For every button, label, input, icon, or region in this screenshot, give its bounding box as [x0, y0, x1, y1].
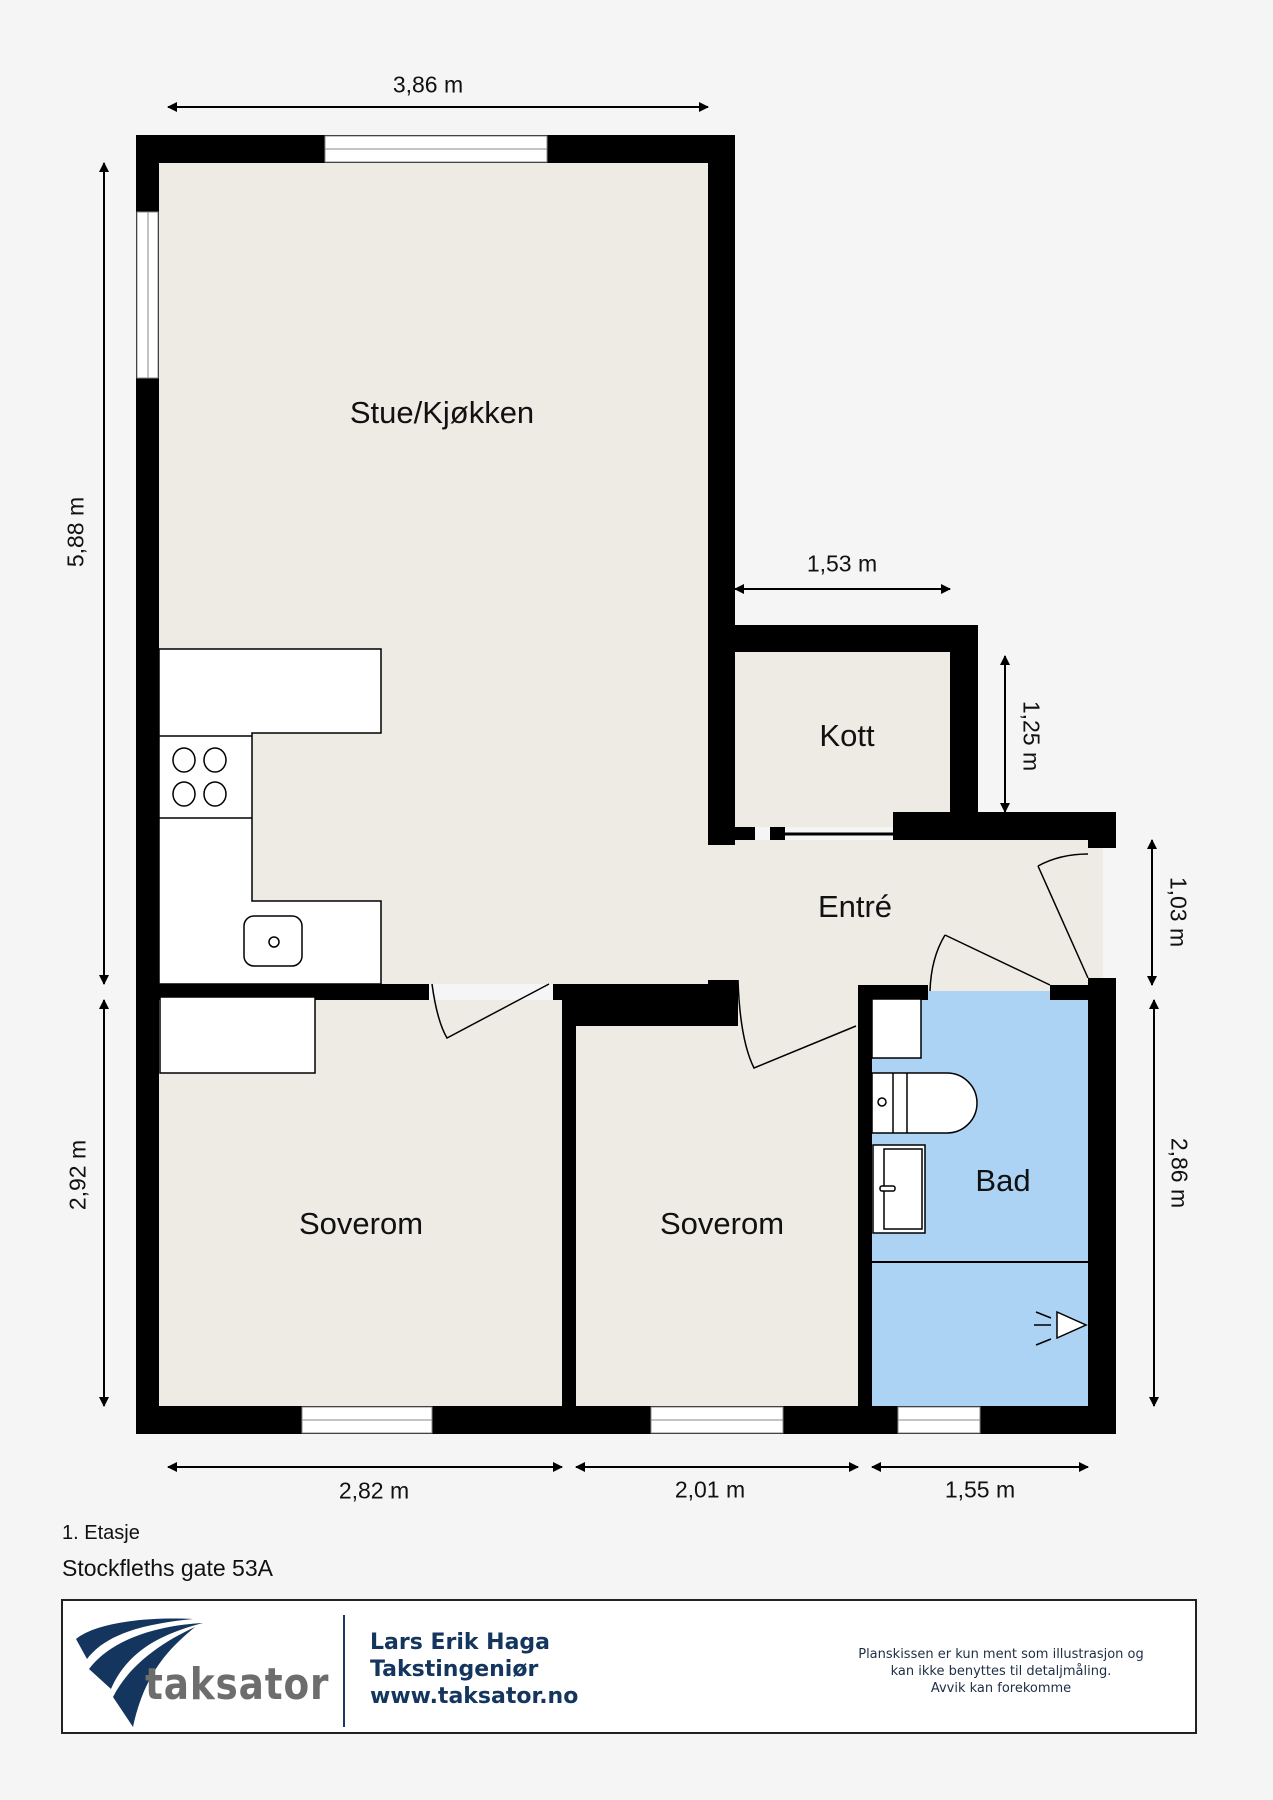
stove-burner: [172, 747, 196, 773]
disclaimer-line: Planskissen er kun ment som illustrasjon…: [858, 1647, 1144, 1662]
floor-entre-lower: [738, 960, 858, 1030]
footer-banner: taksator Lars Erik Haga Takstingeniør ww…: [61, 1599, 1197, 1734]
dimension-bottom-1: 2,82 m: [338, 1477, 410, 1504]
kitchen-fixtures: [158, 648, 382, 1074]
footer-divider: [343, 1615, 345, 1727]
dimension-top-width: 3,86 m: [392, 71, 464, 98]
dimension-bad-height: 2,86 m: [1166, 1137, 1193, 1209]
contact-name: Lars Erik Haga: [370, 1630, 551, 1655]
dimension-left-lower: 2,92 m: [64, 1139, 91, 1211]
address-caption: Stockfleths gate 53A: [62, 1555, 273, 1581]
floors: [159, 163, 1103, 1406]
taksator-logo-icon: [76, 1618, 203, 1727]
dimension-bottom-3: 1,55 m: [944, 1476, 1016, 1503]
dimension-kott-width: 1,53 m: [806, 550, 878, 577]
bathroom-fixtures: [871, 998, 1088, 1346]
room-label-entre: Entré: [817, 889, 893, 924]
floor-soverom-2: [576, 1026, 858, 1406]
dimension-bottom-2: 2,01 m: [674, 1476, 746, 1503]
doors: [431, 832, 1089, 1069]
logo-wordmark: taksator: [145, 1659, 330, 1710]
door-soverom-2: [737, 979, 857, 1069]
windows: [136, 135, 981, 1434]
contact-website[interactable]: www.taksator.no: [370, 1684, 579, 1709]
toilet: [871, 1072, 978, 1134]
dimension-kott-height: 1,25 m: [1018, 700, 1045, 772]
washer: [871, 998, 922, 1059]
door-soverom-1: [431, 983, 550, 1039]
room-label-soverom-1: Soverom: [298, 1206, 424, 1241]
stove-burner: [203, 781, 227, 807]
room-label-stue-kjokken: Stue/Kjøkken: [349, 395, 535, 430]
stove-burner: [203, 747, 227, 773]
dimension-entre-height: 1,03 m: [1165, 876, 1192, 948]
room-label-bad: Bad: [975, 1163, 1031, 1198]
disclaimer-line: Avvik kan forekomme: [930, 1681, 1072, 1696]
dimension-lines: [99, 102, 1159, 1472]
door-bad: [929, 934, 1051, 992]
floor-kott: [735, 652, 950, 827]
shower-head: [1056, 1310, 1088, 1340]
room-label-soverom-2: Soverom: [659, 1206, 785, 1241]
contact-block: Lars Erik Haga Takstingeniør www.taksato…: [370, 1629, 578, 1710]
stove-burner: [172, 781, 196, 807]
wardrobe: [159, 996, 316, 1074]
dimension-left-upper: 5,88 m: [62, 496, 89, 568]
kitchen-counter: [158, 648, 382, 985]
room-label-kott: Kott: [819, 718, 875, 753]
disclaimer-line: kan ikke benyttes til detaljmåling.: [890, 1664, 1112, 1679]
disclaimer: Planskissen er kun ment som illustrasjon…: [831, 1646, 1171, 1697]
contact-title: Takstingeniør: [370, 1657, 539, 1682]
door-entrance: [1037, 853, 1089, 979]
floor-caption: 1. Etasje: [62, 1522, 140, 1544]
